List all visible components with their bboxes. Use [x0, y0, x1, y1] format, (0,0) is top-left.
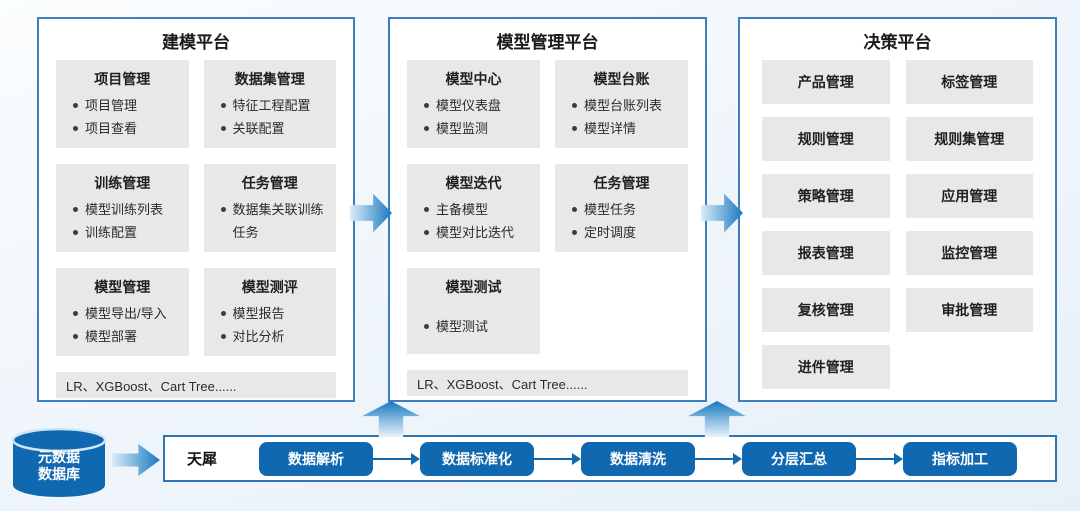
card-task-management: 任务管理 数据集关联训练任务 [203, 164, 336, 252]
list-item: 项目查看 [71, 117, 180, 140]
card-item-list: 模型仪表盘 模型监测 [416, 94, 531, 140]
pipeline-step-data-parsing: 数据解析 [259, 441, 374, 476]
list-item: 模型台账列表 [570, 94, 679, 117]
card-title: 任务管理 [241, 175, 298, 191]
card-training-management: 训练管理 模型训练列表 训练配置 [56, 164, 189, 252]
card-title: 模型测评 [241, 279, 298, 295]
list-item: 模型导出/导入 [71, 302, 180, 325]
connector-arrow-icon [856, 453, 903, 465]
card-model-testing: 模型测试 模型测试 [407, 268, 540, 354]
card-title: 模型中心 [445, 71, 502, 87]
tile-review-management: 复核管理 [762, 288, 890, 332]
list-item: 对比分析 [219, 325, 328, 348]
list-item: 模型任务 [570, 198, 679, 221]
data-pipeline-bar: 天犀 数据解析 数据标准化 数据清洗 分层汇总 指标加工 [163, 435, 1057, 482]
tile-monitoring-management: 监控管理 [905, 231, 1033, 275]
panel-title-modeling: 建模平台 [162, 33, 230, 52]
card-dataset-management: 数据集管理 特征工程配置 关联配置 [203, 60, 336, 148]
card-item-list: 项目管理 项目查看 [65, 94, 180, 140]
list-item: 定时调度 [570, 221, 679, 244]
card-model-center: 模型中心 模型仪表盘 模型监测 [407, 60, 540, 148]
tile-report-management: 报表管理 [762, 231, 890, 275]
card-title: 模型台账 [593, 71, 650, 87]
connector-arrow-icon [373, 453, 420, 465]
tile-rule-management: 规则管理 [762, 117, 890, 161]
list-item: 模型训练列表 [71, 198, 180, 221]
algorithms-strip: LR、XGBoost、Cart Tree...... [56, 372, 336, 398]
list-item: 模型监测 [422, 117, 531, 140]
tile-approval-management: 审批管理 [905, 288, 1033, 332]
card-title: 模型迭代 [445, 175, 502, 191]
card-model-evaluation: 模型测评 模型报告 对比分析 [203, 268, 336, 356]
pipeline-step-indicator-processing: 指标加工 [903, 441, 1018, 476]
list-item: 模型报告 [219, 302, 328, 325]
list-item: 主备模型 [422, 198, 531, 221]
list-item: 训练配置 [71, 221, 180, 244]
list-item: 特征工程配置 [219, 94, 328, 117]
list-item: 模型详情 [570, 117, 679, 140]
tile-intake-management: 进件管理 [762, 345, 890, 389]
panel-title-decision: 决策平台 [863, 33, 932, 52]
database-label-line1: 元数据 [38, 449, 80, 465]
card-model-management: 模型管理 模型导出/导入 模型部署 [56, 268, 189, 356]
list-item: 项目管理 [71, 94, 180, 117]
card-title: 项目管理 [94, 71, 151, 87]
card-item-list: 模型导出/导入 模型部署 [65, 302, 180, 348]
flow-arrow-up-icon [362, 401, 420, 437]
connector-arrow-icon [695, 453, 742, 465]
pipeline-label: 天犀 [187, 451, 218, 468]
pipeline-step-data-cleaning: 数据清洗 [581, 441, 696, 476]
flow-arrow-right-icon [112, 444, 160, 476]
flow-arrow-right-icon [701, 193, 743, 233]
pipeline-step-data-standardization: 数据标准化 [420, 441, 535, 476]
card-item-list: 主备模型 模型对比迭代 [416, 198, 531, 244]
database-label: 元数据 数据库 [8, 449, 110, 483]
list-item: 模型测试 [422, 315, 531, 338]
list-item: 关联配置 [219, 117, 328, 140]
tile-strategy-management: 策略管理 [762, 174, 890, 218]
card-item-list: 数据集关联训练任务 [213, 198, 328, 244]
model-management-card-grid: 模型中心 模型仪表盘 模型监测 模型台账 模型台账列表 模型详情 模型迭代 主备… [390, 60, 705, 396]
card-model-ledger: 模型台账 模型台账列表 模型详情 [555, 60, 688, 148]
tile-ruleset-management: 规则集管理 [905, 117, 1033, 161]
card-title: 模型管理 [94, 279, 151, 295]
panel-title-model-management: 模型管理平台 [496, 33, 599, 52]
card-item-list: 模型任务 定时调度 [564, 198, 679, 244]
modeling-card-grid: 项目管理 项目管理 项目查看 数据集管理 特征工程配置 关联配置 训练管理 模型… [39, 60, 353, 398]
card-title: 数据集管理 [234, 71, 305, 87]
tile-application-management: 应用管理 [905, 174, 1033, 218]
card-task-management-2: 任务管理 模型任务 定时调度 [555, 164, 688, 252]
card-project-management: 项目管理 项目管理 项目查看 [56, 60, 189, 148]
card-item-list: 模型测试 [416, 315, 531, 338]
card-item-list: 模型报告 对比分析 [213, 302, 328, 348]
panel-model-management-platform: 模型管理平台 模型中心 模型仪表盘 模型监测 模型台账 模型台账列表 模型详情 … [388, 17, 707, 402]
list-item: 数据集关联训练任务 [219, 198, 328, 244]
list-item: 模型仪表盘 [422, 94, 531, 117]
decision-tile-grid: 产品管理 标签管理 规则管理 规则集管理 策略管理 应用管理 报表管理 监控管理… [740, 60, 1055, 389]
connector-arrow-icon [534, 453, 581, 465]
list-item: 模型对比迭代 [422, 221, 531, 244]
panel-decision-platform: 决策平台 产品管理 标签管理 规则管理 规则集管理 策略管理 应用管理 报表管理… [738, 17, 1057, 402]
card-item-list: 特征工程配置 关联配置 [213, 94, 328, 140]
card-model-iteration: 模型迭代 主备模型 模型对比迭代 [407, 164, 540, 252]
card-item-list: 模型训练列表 训练配置 [65, 198, 180, 244]
card-item-list: 模型台账列表 模型详情 [564, 94, 679, 140]
database-icon: 元数据 数据库 [8, 427, 110, 499]
card-title: 模型测试 [445, 279, 502, 295]
algorithms-strip: LR、XGBoost、Cart Tree...... [407, 370, 688, 396]
flow-arrow-up-icon [688, 401, 746, 437]
card-title: 训练管理 [94, 175, 151, 191]
pipeline-step-layered-aggregation: 分层汇总 [742, 441, 857, 476]
card-title: 任务管理 [593, 175, 650, 191]
flow-arrow-right-icon [350, 193, 392, 233]
database-cylinder-shape [11, 427, 107, 497]
tile-tag-management: 标签管理 [905, 60, 1033, 104]
database-label-line2: 数据库 [38, 466, 80, 482]
tile-product-management: 产品管理 [762, 60, 890, 104]
panel-modeling-platform: 建模平台 项目管理 项目管理 项目查看 数据集管理 特征工程配置 关联配置 训练… [37, 17, 355, 402]
list-item: 模型部署 [71, 325, 180, 348]
